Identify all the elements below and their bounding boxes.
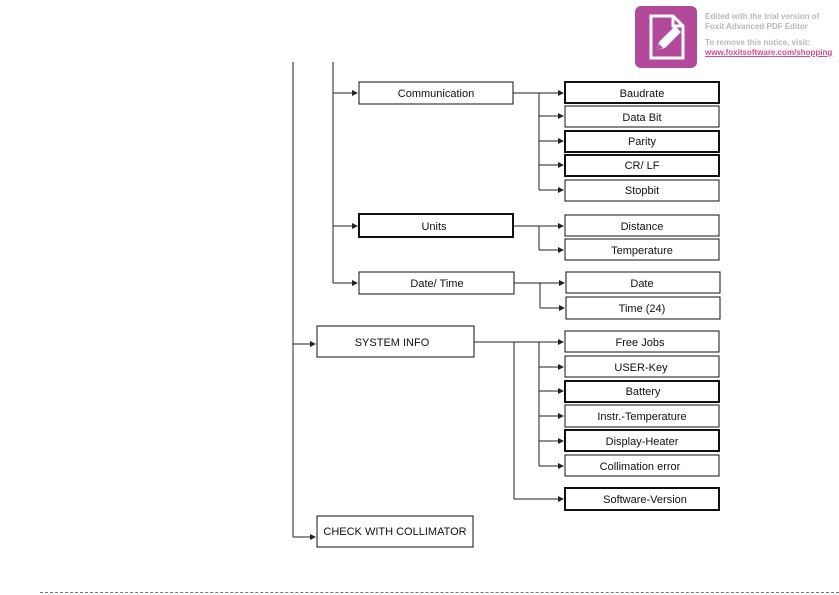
node-collimation-error-label: Collimation error (600, 461, 681, 473)
node-distance-label: Distance (621, 221, 664, 233)
node-communication-label: Communication (398, 88, 474, 100)
node-time-24-label: Time (24) (619, 303, 666, 315)
node-instr-temperature: Instr.-Temperature (564, 404, 720, 428)
node-system-info: SYSTEM INFO (316, 325, 475, 358)
pencil-document-icon (635, 6, 697, 68)
node-distance: Distance (564, 214, 720, 237)
node-collimation-error: Collimation error (564, 454, 720, 477)
node-display-heater-label: Display-Heater (606, 436, 679, 448)
watermark-line-2: Foxit Advanced PDF Editor (705, 22, 808, 31)
node-stopbit: Stopbit (564, 179, 720, 202)
node-temperature: Temperature (564, 238, 720, 261)
node-instr-temperature-label: Instr.-Temperature (597, 411, 686, 423)
node-units: Units (358, 213, 514, 238)
node-user-key-label: USER-Key (614, 362, 668, 374)
node-system-info-label: SYSTEM INFO (355, 337, 430, 349)
page-bottom-rule (40, 592, 839, 594)
connector-lines (292, 62, 565, 540)
node-battery-label: Battery (626, 386, 661, 398)
node-temperature-label: Temperature (611, 245, 673, 257)
node-date-time: Date/ Time (358, 271, 515, 295)
node-display-heater: Display-Heater (564, 429, 720, 452)
watermark-line-1: Edited with the trial version of (705, 12, 820, 21)
node-date-time-label: Date/ Time (410, 278, 463, 290)
node-date: Date (565, 271, 721, 294)
node-parity-label: Parity (628, 136, 657, 148)
node-user-key: USER-Key (564, 355, 720, 378)
node-stopbit-label: Stopbit (625, 185, 659, 197)
node-units-label: Units (421, 221, 447, 233)
node-baudrate-label: Baudrate (620, 88, 665, 100)
node-data-bit-label: Data Bit (622, 112, 661, 124)
node-cr-lf-label: CR/ LF (625, 160, 660, 172)
watermark: Edited with the trial version of Foxit A… (635, 6, 835, 68)
node-communication: Communication (358, 81, 514, 105)
watermark-line-3: To remove this notice, visit: (705, 38, 811, 47)
node-software-version: Software-Version (564, 487, 720, 511)
node-battery: Battery (564, 380, 720, 403)
node-data-bit: Data Bit (564, 105, 720, 128)
node-cr-lf: CR/ LF (564, 154, 720, 177)
node-baudrate: Baudrate (564, 81, 720, 104)
watermark-link[interactable]: www.foxitsoftware.com/shopping (705, 48, 833, 57)
node-parity: Parity (564, 130, 720, 153)
node-check-with-collimator-label: CHECK WITH COLLIMATOR (323, 526, 466, 538)
node-check-with-collimator: CHECK WITH COLLIMATOR (316, 515, 474, 548)
node-free-jobs: Free Jobs (564, 330, 720, 353)
node-date-label: Date (630, 278, 653, 290)
node-time-24: Time (24) (565, 296, 721, 320)
node-software-version-label: Software-Version (603, 494, 687, 506)
node-free-jobs-label: Free Jobs (616, 337, 665, 349)
